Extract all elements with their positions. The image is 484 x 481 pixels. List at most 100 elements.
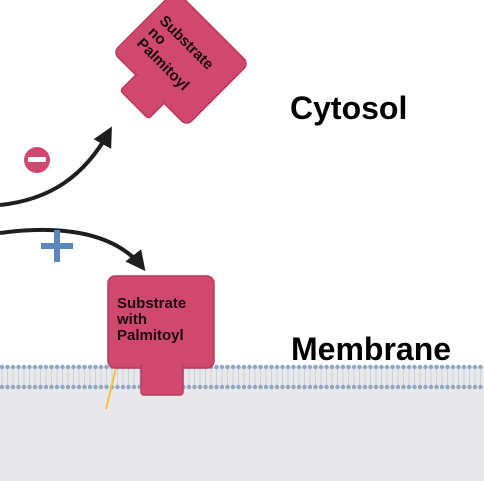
lipid-head — [390, 384, 395, 390]
lipid-head — [417, 364, 423, 370]
lipid-head — [230, 364, 236, 370]
bound-label-line-1: Substrate — [117, 295, 187, 312]
lipid-head — [21, 384, 27, 390]
lipid-head — [467, 384, 472, 390]
lipid-head — [241, 364, 247, 370]
lipid-head — [120, 384, 126, 390]
lipid-head — [395, 364, 401, 370]
lipid-head — [60, 384, 65, 390]
lipid-head — [54, 364, 60, 370]
plus-sign-icon — [41, 230, 73, 262]
lipid-head — [208, 384, 214, 390]
lipid-head — [335, 384, 340, 390]
lipid-head — [71, 364, 76, 370]
lipid-head — [439, 384, 445, 390]
lipid-head — [82, 364, 87, 370]
lipid-head — [263, 364, 269, 370]
lipid-head — [76, 364, 82, 370]
lipid-head — [285, 384, 291, 390]
lipid-head — [98, 364, 104, 370]
lipid-head — [307, 384, 313, 390]
lipid-head — [351, 364, 357, 370]
lipid-head — [225, 364, 230, 370]
lipid-head — [357, 364, 362, 370]
lipid-head — [280, 384, 285, 390]
lipid-head — [307, 364, 313, 370]
lipid-head — [263, 384, 269, 390]
lipid-head — [417, 384, 423, 390]
lipid-head — [406, 364, 412, 370]
lipid-head — [291, 364, 296, 370]
lipid-head — [115, 384, 120, 390]
lipid-head — [27, 384, 32, 390]
lipid-head — [38, 384, 43, 390]
lipid-head — [329, 384, 335, 390]
lipid-head — [16, 384, 21, 390]
lipid-head — [5, 364, 10, 370]
lipid-head — [357, 384, 362, 390]
lipid-head — [324, 364, 329, 370]
lipid-head — [197, 384, 203, 390]
lipid-head — [318, 364, 324, 370]
lipid-head — [478, 384, 483, 390]
lipid-head — [38, 364, 43, 370]
lipid-head — [368, 364, 373, 370]
lipid-head — [362, 384, 368, 390]
lipid-head — [472, 364, 478, 370]
lipid-head — [461, 364, 467, 370]
lipid-head — [230, 384, 236, 390]
cytosol-label: Cytosol — [290, 90, 408, 126]
lipid-head — [93, 384, 98, 390]
binding-arrow — [0, 227, 146, 272]
lipid-head — [456, 384, 461, 390]
lipid-head — [329, 364, 335, 370]
lipid-head — [214, 364, 219, 370]
lipid-head — [247, 364, 252, 370]
lipid-head — [0, 364, 5, 370]
lipid-head — [450, 364, 456, 370]
lipid-head — [335, 364, 340, 370]
lipid-head — [274, 364, 280, 370]
lipid-head — [412, 364, 417, 370]
lipid-head — [423, 384, 428, 390]
lipid-head — [219, 384, 225, 390]
minus-sign-icon — [24, 147, 50, 173]
lipid-head — [351, 384, 357, 390]
lipid-head — [98, 384, 104, 390]
lipid-head — [5, 384, 10, 390]
lipid-head — [225, 384, 230, 390]
lipid-head — [428, 364, 434, 370]
lipid-head — [324, 384, 329, 390]
lipid-head — [269, 364, 274, 370]
lipid-head — [104, 364, 109, 370]
lipid-head — [192, 384, 197, 390]
lipid-head — [71, 384, 76, 390]
lipid-head — [219, 364, 225, 370]
lipid-head — [439, 364, 445, 370]
lipid-head — [236, 364, 241, 370]
bound-substrate-label: Substrate with Palmitoyl — [117, 296, 217, 344]
lipid-head — [390, 364, 395, 370]
lipid-head — [10, 364, 16, 370]
lipid-head — [65, 384, 71, 390]
lipid-head — [49, 384, 54, 390]
lipid-head — [65, 364, 71, 370]
lipid-head — [445, 364, 450, 370]
lipid-head — [82, 384, 87, 390]
lipid-head — [21, 364, 27, 370]
lipid-head — [346, 384, 351, 390]
lipid-head — [428, 384, 434, 390]
lipid-head — [241, 384, 247, 390]
lipid-head — [252, 364, 258, 370]
lipid-head — [236, 384, 241, 390]
lipid-head — [373, 384, 379, 390]
membrane-label: Membrane — [291, 331, 452, 367]
lipid-head — [258, 364, 263, 370]
lipid-head — [27, 364, 32, 370]
lipid-head — [406, 384, 412, 390]
lipid-head — [384, 364, 390, 370]
lipid-head — [126, 384, 131, 390]
lipid-head — [93, 364, 98, 370]
lipid-head — [296, 384, 302, 390]
